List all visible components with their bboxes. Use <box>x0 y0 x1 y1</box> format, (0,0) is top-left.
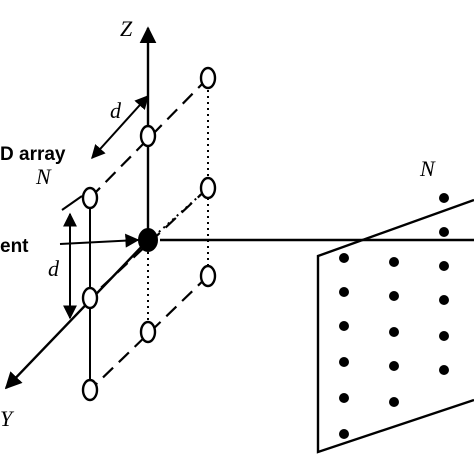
screen-dot <box>389 361 399 371</box>
screen-dot <box>339 287 349 297</box>
d-left-tick-top <box>61 195 83 211</box>
array-diagonal-dotted <box>149 187 209 241</box>
y-axis-label: Y <box>0 406 15 431</box>
n-right-label: N <box>419 156 436 181</box>
grid-dash-top <box>89 77 209 199</box>
screen-dot <box>439 193 449 203</box>
screen-dot-grid <box>339 193 449 439</box>
screen-dot <box>439 365 449 375</box>
d-top-label: d <box>110 98 122 123</box>
screen-dot <box>439 295 449 305</box>
screen-dot <box>339 321 349 331</box>
screen-dot <box>439 227 449 237</box>
screen-outline <box>316 198 474 454</box>
array-element <box>81 378 99 402</box>
screen-dot <box>389 291 399 301</box>
z-axis-label: Z <box>120 16 133 41</box>
screen-dot <box>439 331 449 341</box>
array-element <box>81 286 99 310</box>
screen-dot <box>439 261 449 271</box>
array-label: D array <box>0 144 66 165</box>
array-element <box>199 176 217 200</box>
d-top-dimension-arrow <box>91 94 149 160</box>
screen-dot <box>339 253 349 263</box>
array-element <box>199 264 217 288</box>
screen-dot <box>339 357 349 367</box>
grid-dash-bottom <box>89 275 209 391</box>
screen-dot <box>389 397 399 407</box>
screen-dot <box>389 327 399 337</box>
y-axis <box>4 239 149 390</box>
screen-dot <box>389 257 399 267</box>
n-left-label: N <box>35 164 52 189</box>
element-pointer-arrow <box>59 233 140 248</box>
screen-dot <box>339 393 349 403</box>
array-element <box>139 124 157 148</box>
center-reference-element <box>138 228 158 252</box>
screen-dot <box>339 429 349 439</box>
array-element <box>81 186 99 210</box>
array-element <box>199 66 217 90</box>
element-label: ent <box>0 236 29 257</box>
array-element <box>139 320 157 344</box>
grid-dash-middle <box>89 187 209 299</box>
d-left-label: d <box>48 256 60 281</box>
